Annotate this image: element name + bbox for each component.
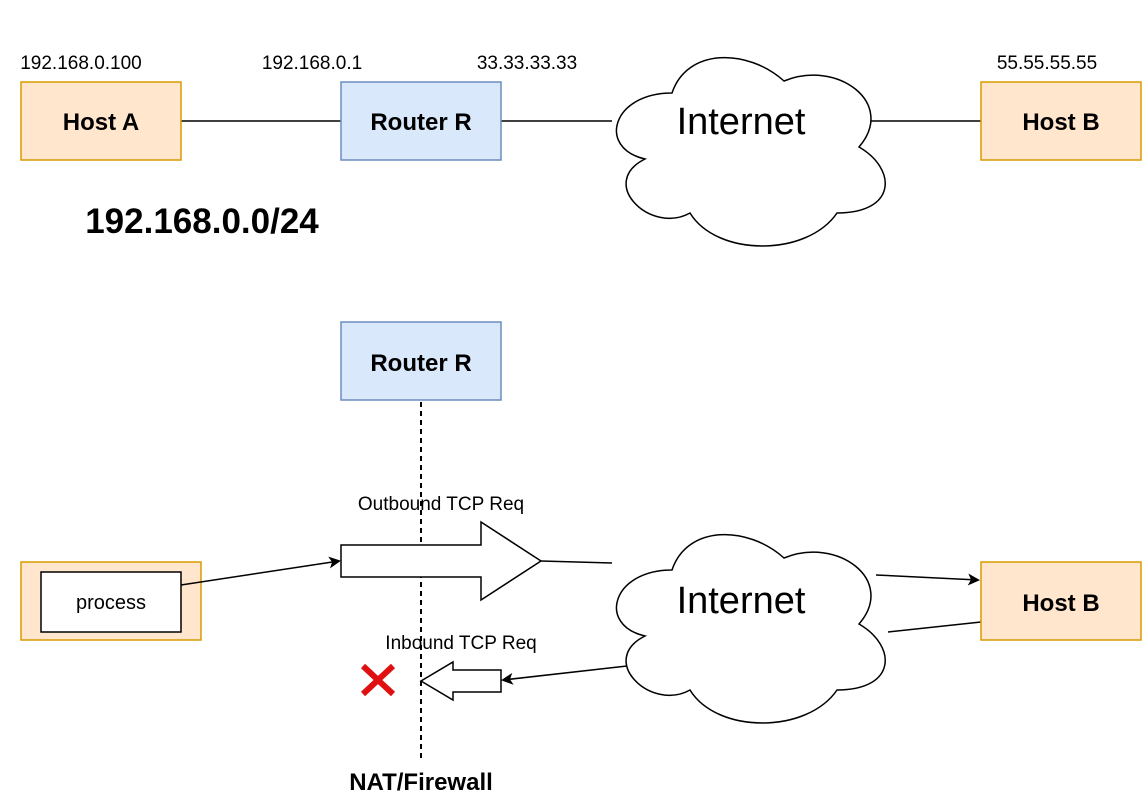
host-b-box	[980, 81, 1142, 161]
cloud-icon-bottom	[615, 533, 886, 724]
host-b-node-bottom[interactable]: Host B	[980, 561, 1142, 641]
process-label: process	[76, 592, 146, 614]
internet-label-bottom: Internet	[677, 580, 806, 622]
host-b-box-bottom	[980, 561, 1142, 641]
bottom-diagram: Router R process Outbound TCP Req Intern…	[20, 321, 1142, 796]
cross-icon	[360, 663, 396, 697]
outbound-label: Outbound TCP Req	[358, 494, 524, 515]
outbound-block-arrow	[340, 520, 543, 602]
host-a-label: Host A	[63, 109, 139, 136]
host-a-box	[20, 81, 182, 161]
host-b-label-bottom: Host B	[1022, 590, 1099, 617]
hostb-to-internet-line	[887, 621, 982, 633]
host-a-node-bottom[interactable]: process	[20, 561, 202, 641]
firewall-label: NAT/Firewall	[349, 769, 493, 796]
process-box	[40, 571, 182, 633]
router-node-bottom[interactable]: Router R	[340, 321, 502, 401]
router-box-bottom	[340, 321, 502, 401]
router-lan-ip: 192.168.0.1	[262, 53, 362, 74]
router-box	[340, 81, 502, 161]
cloud-icon	[615, 56, 886, 247]
router-label-bottom: Router R	[370, 350, 471, 377]
host-b-label: Host B	[1022, 109, 1099, 136]
router-label: Router R	[370, 109, 471, 136]
internet-to-hostb-arrow	[875, 573, 980, 586]
subnet-label: 192.168.0.0/24	[85, 202, 319, 241]
internet-label: Internet	[677, 101, 806, 143]
internet-cloud[interactable]: Internet	[615, 56, 886, 247]
router-wan-ip: 33.33.33.33	[477, 53, 577, 74]
host-a-node[interactable]: Host A	[20, 81, 182, 161]
host-a-ip: 192.168.0.100	[20, 53, 142, 74]
internet-cloud-bottom[interactable]: Internet	[615, 533, 886, 724]
inbound-block-arrow	[419, 660, 502, 702]
process-to-router-arrow	[180, 556, 341, 586]
router-node[interactable]: Router R	[340, 81, 502, 161]
outbound-to-internet-line	[540, 560, 613, 564]
host-b-ip: 55.55.55.55	[997, 53, 1097, 74]
internet-to-inbound-arrow	[501, 665, 628, 685]
inbound-label: Inbound TCP Req	[385, 633, 536, 654]
top-diagram: Host A 192.168.0.100 Router R 192.168.0.…	[20, 53, 1142, 247]
host-b-node[interactable]: Host B	[980, 81, 1142, 161]
